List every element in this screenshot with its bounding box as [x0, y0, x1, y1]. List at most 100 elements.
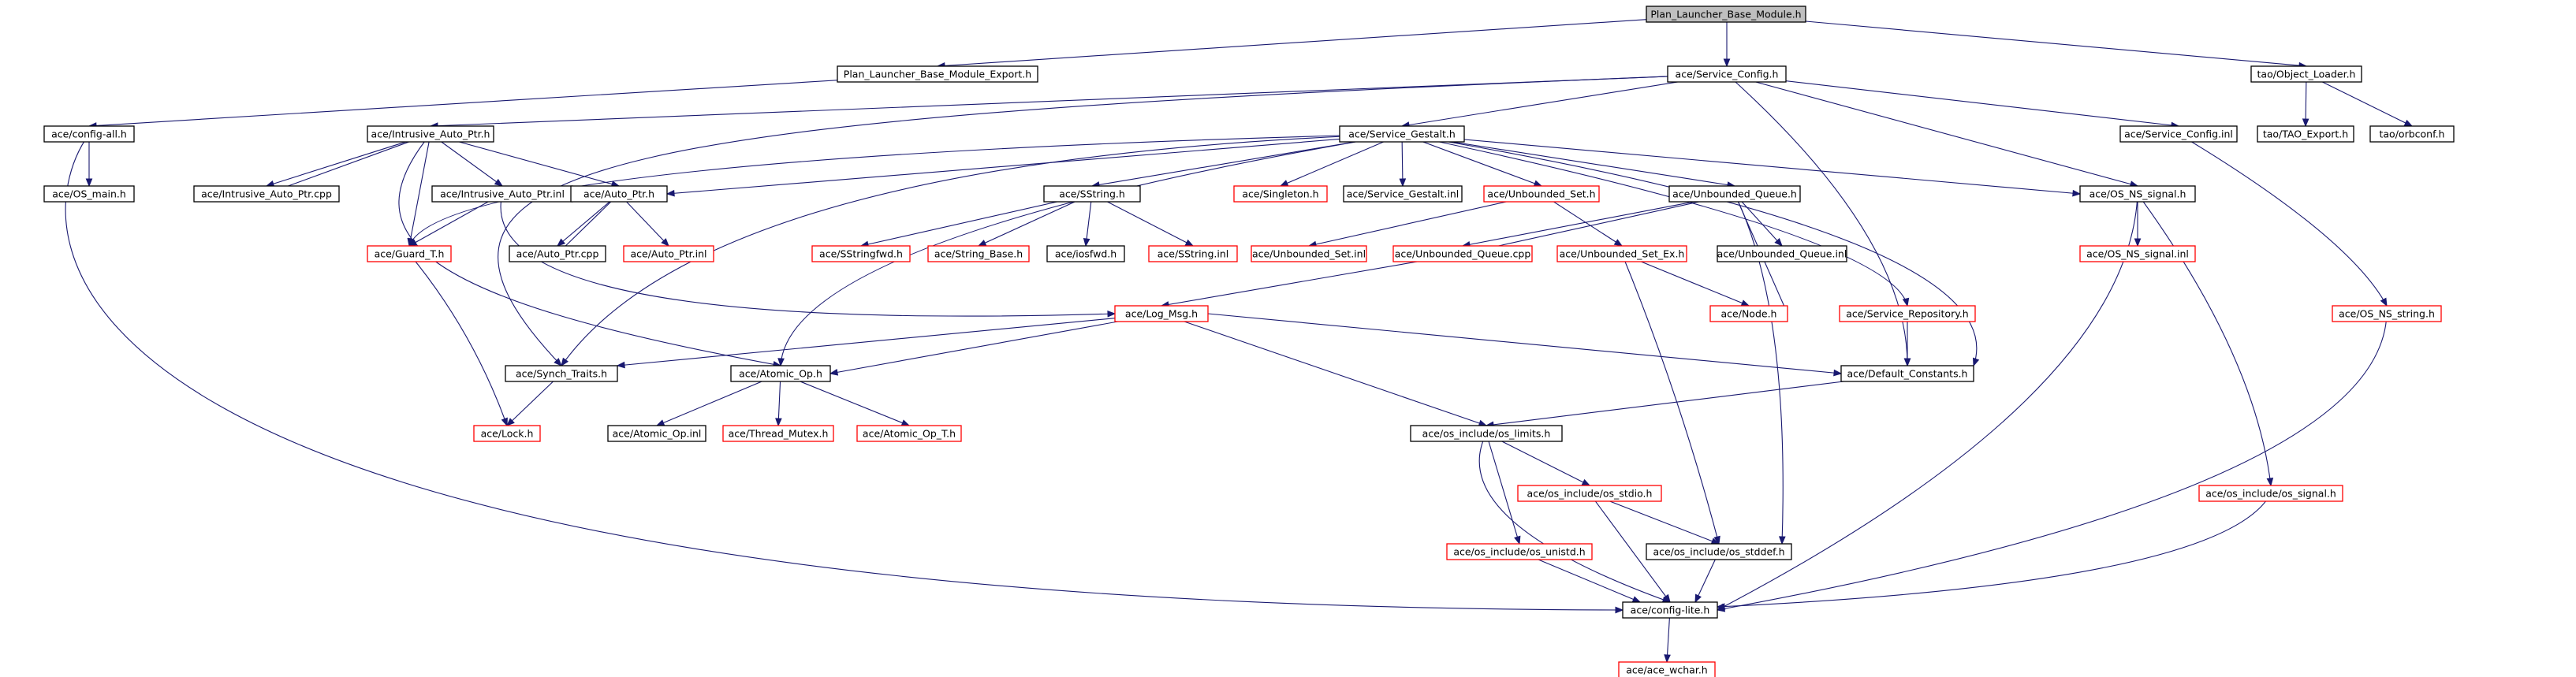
graph-node-synch[interactable]: ace/Synch_Traits.h	[505, 365, 618, 382]
graph-node-stringbase[interactable]: ace/String_Base.h	[927, 245, 1030, 262]
arrowhead	[506, 418, 515, 426]
edge-line	[1486, 433, 1590, 486]
graph-node-configlite[interactable]: ace/config-lite.h	[1622, 601, 1718, 619]
arrowhead	[1664, 654, 1671, 664]
graph-node-svcconfig[interactable]: ace/Service_Config.h	[1667, 65, 1787, 83]
node-box	[1446, 543, 1593, 560]
graph-node-root[interactable]: Plan_Launcher_Base_Module.h	[1646, 6, 1806, 23]
graph-node-export[interactable]: Plan_Launcher_Base_Module_Export.h	[837, 65, 1038, 83]
arrowhead	[1778, 536, 1786, 545]
edge-osns-to-osnsinl	[2134, 194, 2142, 247]
graph-node-taoexport[interactable]: tao/TAO_Export.h	[2257, 125, 2354, 143]
graph-node-intrusiveinl[interactable]: ace/Intrusive_Auto_Ptr.inl	[431, 185, 573, 203]
node-label: ace/os_include/os_stddef.h	[1653, 546, 1784, 558]
node-label: ace/Intrusive_Auto_Ptr.h	[371, 128, 490, 140]
graph-node-sstring[interactable]: ace/SString.h	[1043, 185, 1141, 203]
edge-unbqueue-to-unbqueueinl	[1734, 193, 1783, 247]
graph-node-wchar[interactable]: ace/ace_wchar.h	[1618, 661, 1716, 677]
graph-node-osns[interactable]: ace/OS_NS_signal.h	[2079, 185, 2196, 203]
node-label: ace/Singleton.h	[1242, 188, 1318, 200]
edge-gestalt-to-gestaltinl	[1399, 133, 1407, 188]
edge-synch-to-lock	[506, 373, 562, 426]
graph-node-sstringinl[interactable]: ace/SString.inl	[1148, 245, 1238, 262]
node-box	[473, 425, 541, 442]
node-label: ace/Auto_Ptr.h	[583, 188, 654, 200]
edge-line	[1462, 193, 1735, 247]
graph-node-atomic[interactable]: ace/Atomic_Op.h	[730, 365, 831, 382]
node-label: ace/SStringfwd.h	[819, 248, 903, 260]
graph-node-autoptrinl[interactable]: ace/Auto_Ptr.inl	[623, 245, 714, 262]
node-label: ace/Lock.h	[481, 428, 534, 440]
arrowhead	[977, 240, 987, 247]
graph-node-svcrepo[interactable]: ace/Service_Repository.h	[1839, 305, 1976, 322]
graph-node-intrusive[interactable]: ace/Intrusive_Auto_Ptr.h	[367, 125, 494, 143]
edge-osnsstring-to-configlite	[1716, 313, 2388, 612]
graph-node-ossignal[interactable]: ace/os_include/os_signal.h	[2198, 485, 2343, 502]
node-label: ace/Log_Msg.h	[1125, 308, 1198, 320]
graph-node-unbqueuecpp[interactable]: ace/Unbounded_Queue.cpp	[1392, 245, 1533, 262]
arrowhead	[85, 178, 93, 188]
edge-line	[656, 373, 781, 426]
arrowhead	[655, 419, 665, 426]
graph-node-objloader[interactable]: tao/Object_Loader.h	[2250, 65, 2362, 83]
arrowhead	[900, 419, 911, 426]
graph-node-singleton[interactable]: ace/Singleton.h	[1233, 185, 1328, 203]
node-label: ace/ace_wchar.h	[1626, 664, 1707, 676]
graph-node-threadmutex[interactable]: ace/Thread_Mutex.h	[722, 425, 834, 442]
graph-node-logmsg[interactable]: ace/Log_Msg.h	[1114, 305, 1209, 322]
graph-node-autoptrcpp[interactable]: ace/Auto_Ptr.cpp	[509, 245, 606, 262]
node-box	[1251, 245, 1367, 262]
graph-node-node[interactable]: ace/Node.h	[1709, 305, 1788, 322]
arrowhead	[775, 418, 782, 427]
graph-node-autoptr[interactable]: ace/Auto_Ptr.h	[570, 185, 668, 203]
node-box	[927, 245, 1030, 262]
edge-svcconfig-to-synch	[498, 73, 1728, 366]
graph-node-unbqueueinl[interactable]: ace/Unbounded_Queue.inl	[1717, 245, 1847, 262]
graph-node-osnsinl[interactable]: ace/OS_NS_signal.inl	[2079, 245, 2196, 262]
node-label: ace/os_include/os_unistd.h	[1453, 546, 1585, 558]
edge-svcconfig-to-svcconfiginl	[1726, 73, 2180, 129]
node-label: ace/Atomic_Op.inl	[613, 428, 702, 440]
graph-node-oslimits[interactable]: ace/os_include/os_limits.h	[1410, 425, 1563, 442]
edge-line	[408, 133, 431, 247]
graph-node-osstddef[interactable]: ace/os_include/os_stddef.h	[1646, 543, 1792, 560]
arrowhead	[1533, 180, 1543, 187]
edge-line	[1726, 73, 1908, 366]
edge-line	[1161, 313, 1487, 426]
graph-node-lock[interactable]: ace/Lock.h	[473, 425, 541, 442]
edge-line	[408, 253, 508, 426]
graph-node-osnsstring[interactable]: ace/OS_NS_string.h	[2332, 305, 2442, 322]
graph-node-gestaltinl[interactable]: ace/Service_Gestalt.inl	[1343, 185, 1463, 203]
graph-node-osmain[interactable]: ace/OS_main.h	[43, 185, 135, 203]
graph-node-unbsetinl[interactable]: ace/Unbounded_Set.inl	[1251, 245, 1367, 262]
arrowhead	[1581, 478, 1591, 486]
graph-node-unbqueue[interactable]: ace/Unbounded_Queue.h	[1668, 185, 1801, 203]
graph-node-unbset[interactable]: ace/Unbounded_Set.h	[1483, 185, 1600, 203]
edge-line	[1401, 73, 1728, 127]
graph-node-atomict[interactable]: ace/Atomic_Op_T.h	[856, 425, 962, 442]
graph-node-intrusivecpp[interactable]: ace/Intrusive_Auto_Ptr.cpp	[193, 185, 340, 203]
graph-node-configall[interactable]: ace/config-all.h	[43, 125, 135, 143]
graph-node-unbsetex[interactable]: ace/Unbounded_Set_Ex.h	[1556, 245, 1687, 262]
edge-autoptrcpp-to-autoptr	[557, 193, 620, 255]
edge-line	[829, 313, 1162, 374]
arrowhead	[1973, 357, 1980, 367]
graph-node-gestalt[interactable]: ace/Service_Gestalt.h	[1339, 125, 1465, 143]
graph-node-defconst[interactable]: ace/Default_Constants.h	[1840, 365, 1974, 382]
graph-node-osunistd[interactable]: ace/os_include/os_unistd.h	[1446, 543, 1593, 560]
edge-gestalt-to-defconst	[1401, 133, 1980, 367]
edge-osns-to-ossignal	[2137, 193, 2274, 487]
graph-node-osstdio[interactable]: ace/os_include/os_stdio.h	[1517, 485, 1662, 502]
edge-line	[557, 193, 620, 247]
node-box	[2079, 245, 2196, 262]
graph-node-orbconf[interactable]: tao/orbconf.h	[2369, 125, 2455, 143]
graph-node-guard[interactable]: ace/Guard_T.h	[367, 245, 452, 262]
graph-node-iosfwd[interactable]: ace/iosfwd.h	[1046, 245, 1125, 262]
graph-node-svcconfiginl[interactable]: ace/Service_Config.inl	[2119, 125, 2238, 143]
edge-svcconfig-to-osns	[1726, 73, 2139, 188]
node-label: ace/OS_NS_signal.inl	[2086, 248, 2189, 260]
node-label: ace/SString.h	[1059, 188, 1125, 200]
graph-node-atomicinl[interactable]: ace/Atomic_Op.inl	[607, 425, 706, 442]
graph-node-sstringfwd[interactable]: ace/SStringfwd.h	[811, 245, 911, 262]
